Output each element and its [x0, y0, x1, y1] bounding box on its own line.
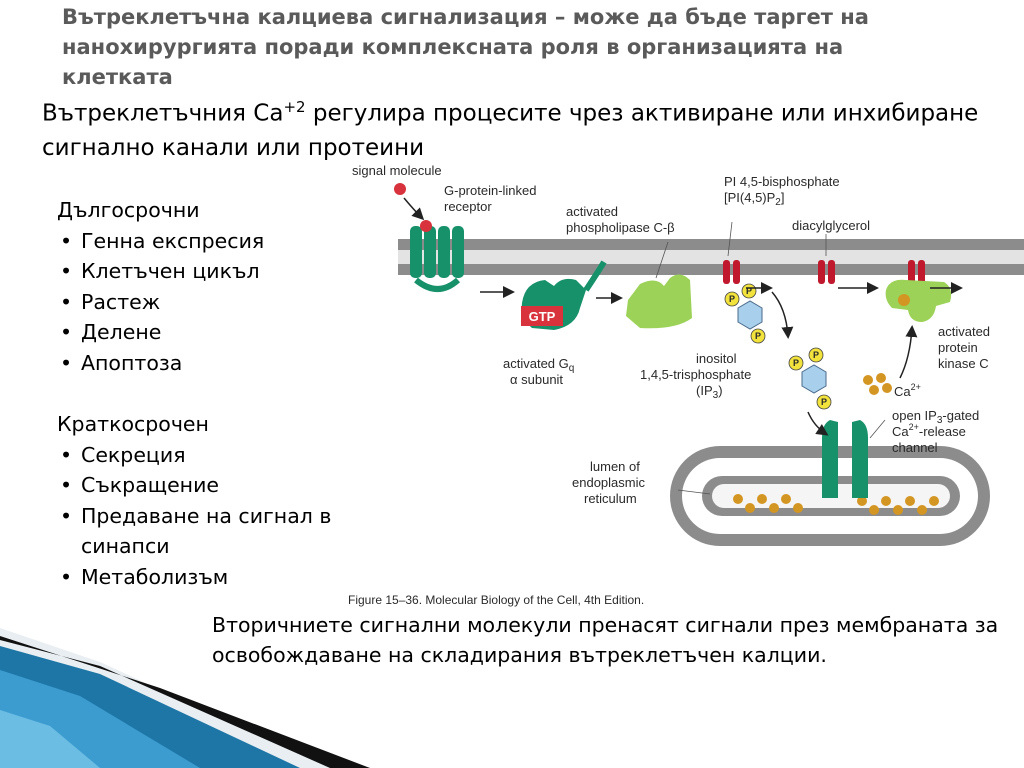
label-gq-sub: q [569, 363, 575, 374]
list-item: Секреция [57, 440, 347, 471]
short-term-effects-list: Краткосрочен Секреция Съкращение Предава… [57, 409, 347, 592]
phosphate-label: P [793, 358, 799, 368]
label-ip3-line3: (IP3) [696, 383, 723, 401]
phosphate-label: P [813, 350, 819, 360]
short-term-heading: Краткосрочен [57, 412, 209, 436]
label-channel-a: open IP [892, 408, 937, 423]
phosphate-label: P [729, 294, 735, 304]
signal-molecule [394, 183, 406, 195]
label-pip2-line2: [PI(4,5)P2] [724, 190, 784, 208]
label-pkc-line2: protein [938, 340, 978, 355]
label-pip2-sub: 2 [775, 197, 781, 208]
list-item: Предаване на сигнал в синапси [57, 501, 347, 562]
label-receptor-line2: receptor [444, 199, 492, 214]
label-ip3-main: (IP [696, 383, 713, 398]
label-channel-sub: 3 [937, 415, 943, 426]
label-ip3-line1: inositol [696, 351, 737, 366]
released-calcium-ions [863, 373, 892, 395]
subtitle-superscript: +2 [283, 98, 306, 116]
long-term-effects-list: Дългосрочни Генна експресия Клетъчен цик… [57, 195, 347, 378]
label-leader-lines [655, 221, 886, 495]
slide-subtitle: Вътреклетъчния Ca+2 регулира процесите ч… [42, 90, 1002, 165]
label-ip3-close: ) [718, 383, 722, 398]
label-channel-ca: Ca [892, 424, 909, 439]
label-pip2-line1: PI 4,5-bisphosphate [724, 174, 840, 189]
list-item: Делене [57, 317, 347, 348]
label-gq-line2: α subunit [510, 372, 563, 387]
list-item: Апоптоза [57, 348, 347, 379]
list-item: Растеж [57, 287, 347, 318]
label-diacylglycerol: diacylglycerol [792, 218, 870, 233]
label-signal-molecule: signal molecule [352, 163, 442, 178]
ip3-molecule [788, 347, 832, 410]
label-channel-sup: 2+ [909, 422, 919, 432]
figure-caption: Figure 15–36. Molecular Biology of the C… [348, 593, 644, 607]
label-plc-line1: activated [566, 204, 618, 219]
phosphate-label: P [821, 397, 827, 407]
list-item: Съкращение [57, 470, 347, 501]
label-pkc-line1: activated [938, 324, 990, 339]
list-item: Метаболизъм [57, 562, 347, 593]
phosphate-labels: P P P P P P [729, 286, 827, 407]
subtitle-text-a: Вътреклетъчния Ca [42, 100, 284, 127]
label-er-line2: endoplasmic [572, 475, 645, 490]
label-calcium-main: Ca [894, 384, 911, 399]
label-ip3-line2: 1,4,5-trisphosphate [640, 367, 751, 382]
slide-title: Вътреклетъчна калциева сигнализация – мо… [62, 5, 869, 89]
label-pip2-main: [PI(4,5)P [724, 190, 775, 205]
gtp-label: GTP [529, 309, 556, 324]
label-calcium: Ca2+ [894, 382, 921, 399]
phosphate-label: P [746, 286, 752, 296]
subtitle-text-b: регулира процесите чрез активиране или и… [42, 100, 979, 161]
pip2-heads [723, 260, 925, 284]
label-gq-main: activated G [503, 356, 569, 371]
ip3-gated-channel [822, 420, 868, 498]
calcium-stores [733, 494, 939, 515]
footer-text: Вторичниете сигнални молекули пренасят с… [212, 613, 999, 667]
phosphate-label: P [755, 331, 761, 341]
binding-arrow [403, 197, 425, 221]
label-receptor-line1: G-protein-linked [444, 183, 537, 198]
label-channel-line1: open IP3-gated [892, 408, 979, 426]
label-channel-line3: channel [892, 440, 938, 455]
gtp-badge [521, 306, 563, 326]
calcium-signaling-diagram: GTP P P P P P P [348, 163, 1024, 607]
bound-signal-molecule [420, 220, 432, 232]
label-channel-release: -release [919, 424, 966, 439]
list-item: Генна експресия [57, 226, 347, 257]
g-protein-linked-receptor [410, 226, 464, 292]
plasma-membrane [398, 239, 1024, 275]
label-channel-b: -gated [942, 408, 979, 423]
label-calcium-sup: 2+ [911, 382, 921, 392]
label-er-line1: lumen of [590, 459, 640, 474]
activated-phospholipase-c [626, 274, 692, 329]
label-pkc-line3: kinase C [938, 356, 989, 371]
pathway-arrows [480, 282, 963, 436]
label-ip3-sub: 3 [713, 390, 719, 401]
activated-protein-kinase-c [885, 279, 952, 322]
label-gq-line1: activated Gq [503, 356, 574, 374]
list-item: Клетъчен цикъл [57, 256, 347, 287]
long-term-heading: Дългосрочни [57, 198, 200, 222]
label-pip2-close: ] [781, 190, 785, 205]
label-channel-line2: Ca2+-release [892, 422, 966, 439]
inositol-ring-bound [724, 283, 766, 344]
label-er-line3: reticulum [584, 491, 637, 506]
decorative-corner-stripes [0, 628, 370, 768]
label-plc-line2: phospholipase C-β [566, 220, 675, 235]
